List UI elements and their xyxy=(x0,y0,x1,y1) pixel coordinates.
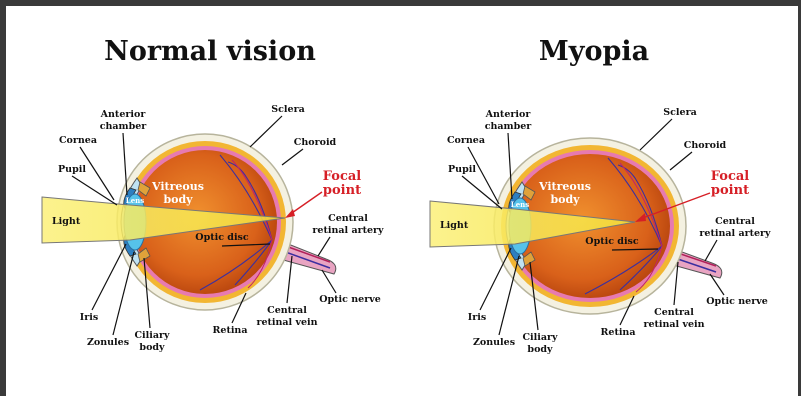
label-anterior-chamber-2: chamber xyxy=(100,121,148,132)
label-focal-point-2: point xyxy=(711,183,749,198)
label-sclera: Sclera xyxy=(271,104,304,115)
label-sclera: Sclera xyxy=(663,107,696,118)
diagram-normal-vision: Normal vision L xyxy=(42,36,384,353)
label-lens: Lens xyxy=(126,196,144,205)
label-anterior-chamber-2: chamber xyxy=(485,121,533,132)
label-iris: Iris xyxy=(80,312,98,323)
label-optic-nerve: Optic nerve xyxy=(319,294,381,305)
label-choroid: Choroid xyxy=(294,137,337,148)
label-central-retinal-artery-1: Central xyxy=(715,216,755,227)
label-optic-nerve: Optic nerve xyxy=(706,296,768,307)
leader-central-retinal-artery xyxy=(318,237,330,256)
label-optic-disc: Optic disc xyxy=(585,236,639,247)
label-zonules: Zonules xyxy=(87,337,129,348)
label-central-retinal-vein-1: Central xyxy=(654,307,694,318)
leader-sclera xyxy=(640,119,672,150)
leader-central-retinal-vein xyxy=(287,256,292,303)
label-ciliary-body-1: Ciliary xyxy=(522,332,558,343)
label-pupil: Pupil xyxy=(58,164,86,175)
label-central-retinal-artery-1: Central xyxy=(328,213,368,224)
label-focal-point-1: Focal xyxy=(711,169,750,184)
label-central-retinal-vein-2: retinal vein xyxy=(256,317,317,328)
label-ciliary-body-1: Ciliary xyxy=(134,330,170,341)
leader-choroid xyxy=(670,152,692,170)
label-central-retinal-artery-2: retinal artery xyxy=(312,225,384,236)
leader-zonules xyxy=(113,252,134,335)
label-optic-disc: Optic disc xyxy=(195,232,249,243)
label-central-retinal-vein-2: retinal vein xyxy=(643,319,704,330)
label-focal-point-2: point xyxy=(323,183,361,198)
label-retina: Retina xyxy=(213,325,248,336)
label-iris: Iris xyxy=(468,312,486,323)
label-light: Light xyxy=(440,220,469,231)
label-retina: Retina xyxy=(601,327,636,338)
focal-point-arrow xyxy=(289,192,322,215)
label-anterior-chamber-1: Anterior xyxy=(100,109,147,120)
leader-iris xyxy=(480,248,511,310)
leader-pupil xyxy=(462,176,502,209)
label-light: Light xyxy=(52,216,81,227)
label-pupil: Pupil xyxy=(448,164,476,175)
label-focal-point-1: Focal xyxy=(323,169,362,184)
label-choroid: Choroid xyxy=(684,140,727,151)
leader-sclera xyxy=(250,116,282,147)
label-vitreous-body-2: body xyxy=(550,193,580,206)
label-vitreous-body-1: Vitreous xyxy=(538,180,591,193)
leader-cornea xyxy=(468,147,499,204)
label-lens: Lens xyxy=(511,200,529,209)
label-vitreous-body-2: body xyxy=(163,193,193,206)
label-cornea: Cornea xyxy=(59,135,97,146)
label-central-retinal-vein-1: Central xyxy=(267,305,307,316)
label-central-retinal-artery-2: retinal artery xyxy=(699,228,771,239)
diagram-myopia: Myopia Lens Lig xyxy=(430,36,771,355)
diagram-title: Normal vision xyxy=(104,36,316,67)
diagram-title: Myopia xyxy=(539,36,649,67)
leader-choroid xyxy=(282,149,303,165)
leader-iris xyxy=(92,244,126,310)
label-cornea: Cornea xyxy=(447,135,485,146)
label-ciliary-body-2: body xyxy=(527,344,553,355)
leader-central-retinal-artery xyxy=(705,240,717,261)
label-vitreous-body-1: Vitreous xyxy=(151,180,204,193)
label-anterior-chamber-1: Anterior xyxy=(485,109,532,120)
label-ciliary-body-2: body xyxy=(139,342,165,353)
label-zonules: Zonules xyxy=(473,337,515,348)
